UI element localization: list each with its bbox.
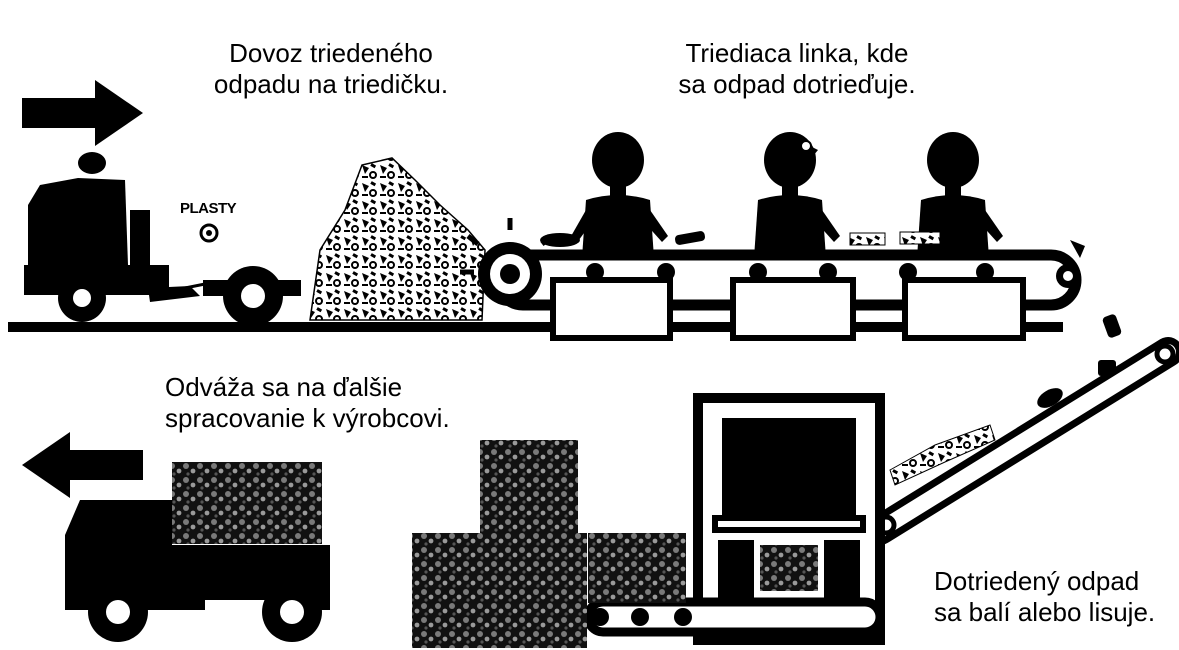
arrow-left-icon — [22, 432, 143, 498]
transport-caption: Odváža sa na ďalšie spracovanie k výrobc… — [165, 372, 450, 434]
delivery-caption-line-1: Dovoz triedeného — [229, 38, 433, 68]
baling-caption-line-1: Dotriedený odpad — [934, 566, 1140, 596]
incline-conveyor — [865, 337, 1179, 545]
transport-caption-line-2: spracovanie k výrobcovi. — [165, 403, 450, 433]
sorting-line-caption: Triediaca linka, kde sa odpad dotrieďuje… — [652, 38, 942, 100]
arrow-right-icon — [22, 80, 143, 146]
sorting-line-caption-line-1: Triediaca linka, kde — [685, 38, 909, 68]
trailer — [199, 223, 301, 326]
items-on-conveyor — [540, 231, 1085, 258]
delivery-caption: Dovoz triedeného odpadu na triedičku. — [196, 38, 466, 100]
delivery-truck — [65, 462, 330, 642]
collection-truck — [24, 152, 216, 322]
transport-caption-line-1: Odváža sa na ďalšie — [165, 372, 403, 402]
plasty-label: PLASTY — [180, 200, 237, 217]
baling-caption: Dotriedený odpad sa balí alebo lisuje. — [934, 566, 1155, 628]
baling-caption-line-2: sa balí alebo lisuje. — [934, 597, 1156, 627]
waste-pile — [309, 157, 486, 321]
bale-conveyor — [583, 597, 885, 642]
bales-stack — [412, 440, 686, 648]
sorting-conveyor — [460, 218, 1082, 341]
sorting-line-caption-line-2: sa odpad dotrieďuje. — [678, 69, 916, 99]
delivery-caption-line-2: odpadu na triedičku. — [213, 69, 449, 99]
ground-line-top — [8, 322, 1058, 332]
